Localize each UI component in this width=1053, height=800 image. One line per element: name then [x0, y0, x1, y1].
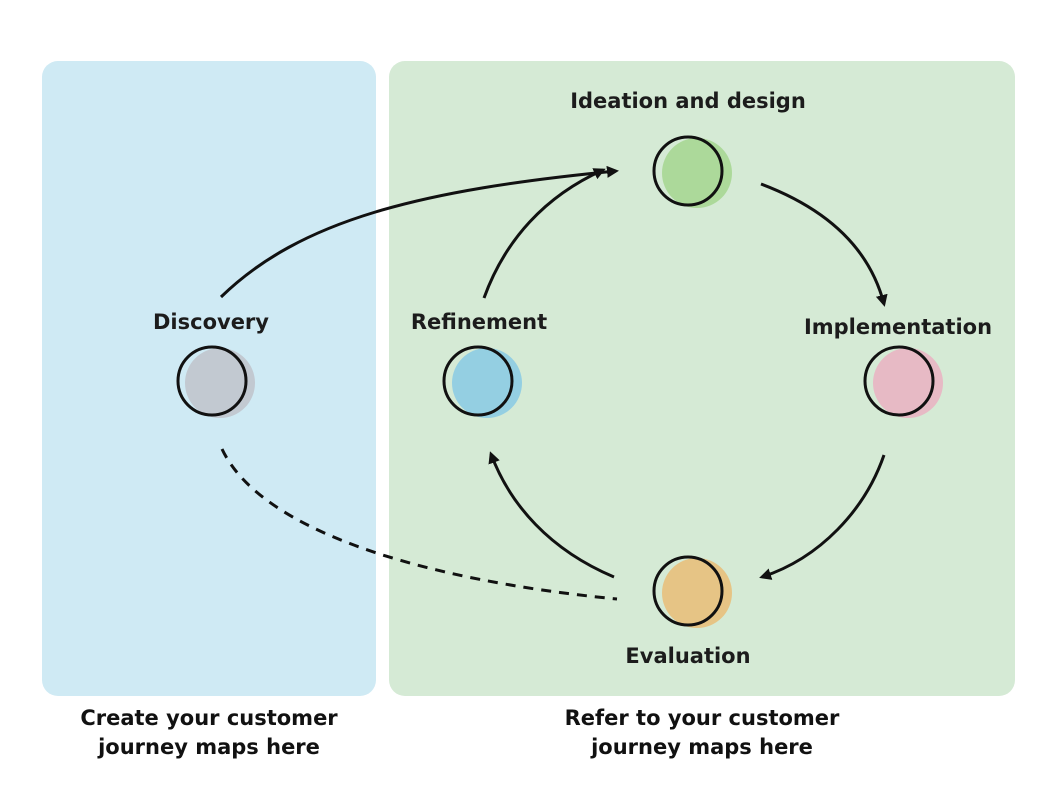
- edge-refinement-to-ideation: [482, 168, 606, 299]
- left-panel-caption: Create your customer journey maps here: [42, 704, 376, 762]
- edge-discovery-to-ideation: [219, 165, 619, 299]
- right-panel-caption: Refer to your customer journey maps here: [389, 704, 1015, 762]
- edge-evaluation-to-discovery-dashed: [220, 448, 618, 601]
- discovery-label: Discovery: [153, 310, 269, 334]
- left-caption-line-1: Create your customer: [80, 706, 338, 730]
- edge-evaluation-to-refinement: [488, 451, 615, 579]
- evaluation-node-ring: [652, 555, 724, 627]
- node-implementation: Implementation: [804, 315, 992, 418]
- left-caption-line-2: journey maps here: [98, 735, 320, 759]
- discovery-node-fill: [185, 348, 255, 418]
- refinement-node-ring: [442, 345, 514, 417]
- node-ideation: Ideation and design: [570, 89, 806, 208]
- node-evaluation: Evaluation: [625, 555, 751, 668]
- node-discovery: Discovery: [153, 310, 269, 418]
- implementation-label: Implementation: [804, 315, 992, 339]
- right-caption-line-1: Refer to your customer: [564, 706, 840, 730]
- ideation-label: Ideation and design: [570, 89, 806, 113]
- refinement-label: Refinement: [411, 310, 547, 334]
- edge-ideation-to-implementation: [760, 182, 888, 307]
- refer-journey-maps-panel: [389, 61, 1015, 696]
- ideation-node-ring: [652, 135, 724, 207]
- discovery-node-ring: [176, 345, 248, 417]
- right-caption-line-2: journey maps here: [591, 735, 813, 759]
- edge-implementation-to-evaluation: [759, 454, 886, 580]
- evaluation-label: Evaluation: [625, 644, 750, 668]
- node-refinement: Refinement: [411, 310, 547, 418]
- implementation-node-ring: [863, 345, 935, 417]
